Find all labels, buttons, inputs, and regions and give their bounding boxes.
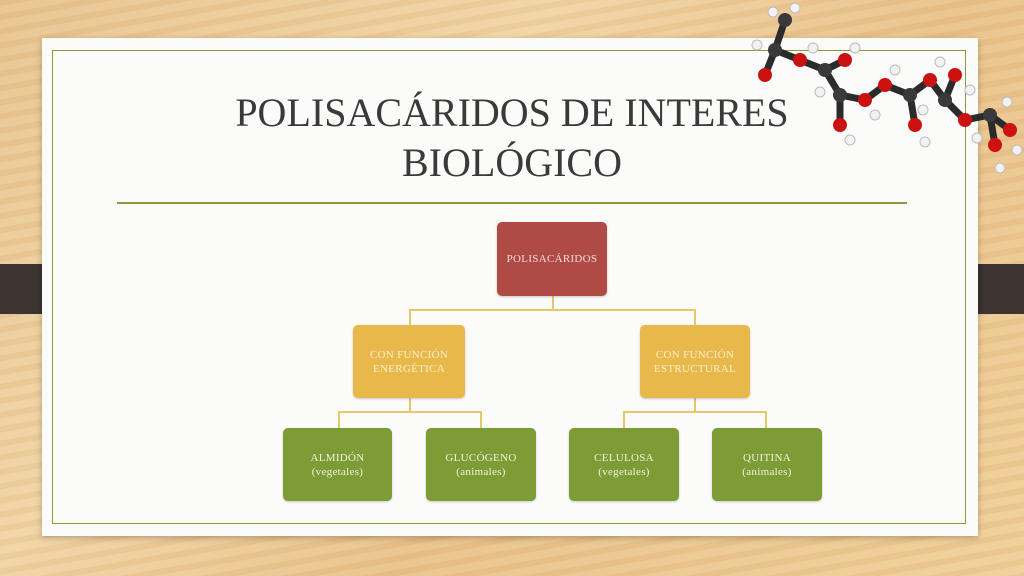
- leaf-label: CELULOSA: [594, 451, 654, 464]
- title-line-2: BIOLÓGICO: [402, 140, 622, 185]
- branch-label-line1: CON FUNCIÓN: [655, 348, 735, 361]
- branch-label-line2: ESTRUCTURAL: [653, 362, 737, 375]
- leaf-sublabel: (animales): [742, 465, 792, 478]
- connector: [409, 398, 411, 412]
- connector: [480, 411, 482, 428]
- branch-node-energetica: CON FUNCIÓN ENERGÉTICA: [353, 325, 465, 398]
- leaf-node-celulosa: CELULOSA (vegetales): [569, 428, 679, 501]
- leaf-label: GLUCÓGENO: [445, 451, 517, 464]
- slide-title: POLISACÁRIDOS DE INTERES BIOLÓGICO: [120, 88, 904, 188]
- slide-border: [52, 50, 966, 524]
- connector: [765, 411, 767, 428]
- root-label: POLISACÁRIDOS: [506, 253, 598, 265]
- connector: [338, 411, 340, 428]
- leaf-sublabel: (animales): [456, 465, 506, 478]
- leaf-sublabel: (vegetales): [598, 465, 650, 478]
- leaf-label: QUITINA: [743, 451, 791, 464]
- connector: [623, 411, 625, 428]
- connector: [694, 398, 696, 412]
- connector: [552, 294, 554, 310]
- connector: [338, 411, 482, 413]
- leaf-node-almidon: ALMIDÓN (vegetales): [283, 428, 392, 501]
- connector: [409, 309, 411, 325]
- branch-label-line2: ENERGÉTICA: [372, 362, 446, 375]
- branch-label-line1: CON FUNCIÓN: [369, 348, 449, 361]
- leaf-node-glucogeno: GLUCÓGENO (animales): [426, 428, 536, 501]
- molecule-model-image: [751, 2, 1023, 174]
- connector: [409, 309, 696, 311]
- title-line-1: POLISACÁRIDOS DE INTERES: [235, 90, 789, 135]
- root-node: POLISACÁRIDOS: [497, 222, 607, 296]
- title-divider: [117, 202, 907, 204]
- branch-node-estructural: CON FUNCIÓN ESTRUCTURAL: [640, 325, 750, 398]
- leaf-node-quitina: QUITINA (animales): [712, 428, 822, 501]
- connector: [694, 309, 696, 325]
- connector: [623, 411, 767, 413]
- leaf-label: ALMIDÓN: [310, 451, 365, 464]
- leaf-sublabel: (vegetales): [311, 465, 364, 478]
